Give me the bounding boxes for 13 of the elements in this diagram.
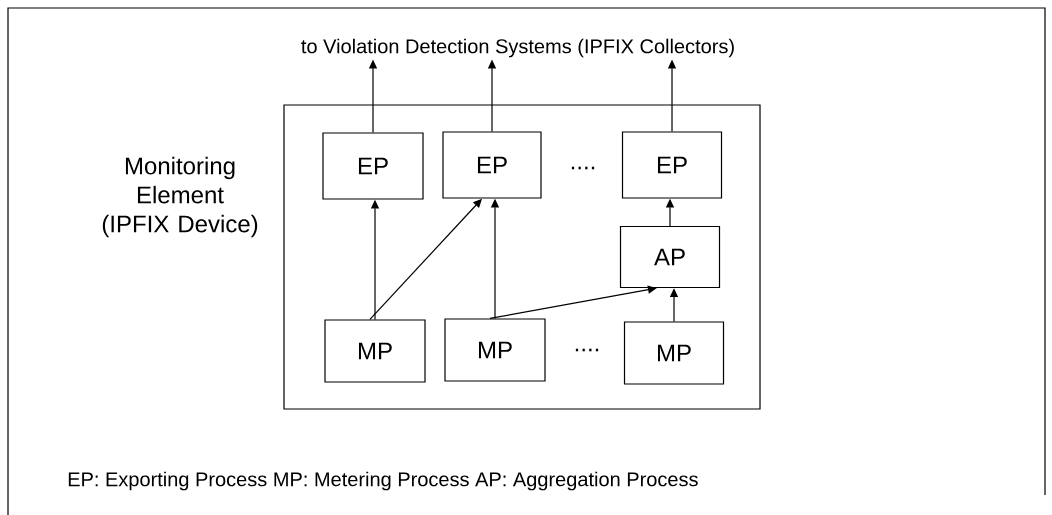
process-box: EP [621,131,723,199]
legend-note: EP: Exporting Process MP: Metering Process AP: Aggregation Process [68,471,698,491]
ellipsis: .... [575,348,599,352]
process-box: MP [324,319,426,383]
box-heading: Monitoring Element (IPFIX Device) [102,156,258,238]
process-box: EP [442,131,542,199]
arrow [489,285,657,319]
process-box: MP [623,321,725,385]
process-box: AP [619,225,721,289]
process-box: MP [444,318,546,382]
destination-label: to Violation Detection Systems (IPFIX Collectors) [301,38,734,58]
ellipsis: .... [571,166,595,170]
process-box: EP [322,132,424,200]
